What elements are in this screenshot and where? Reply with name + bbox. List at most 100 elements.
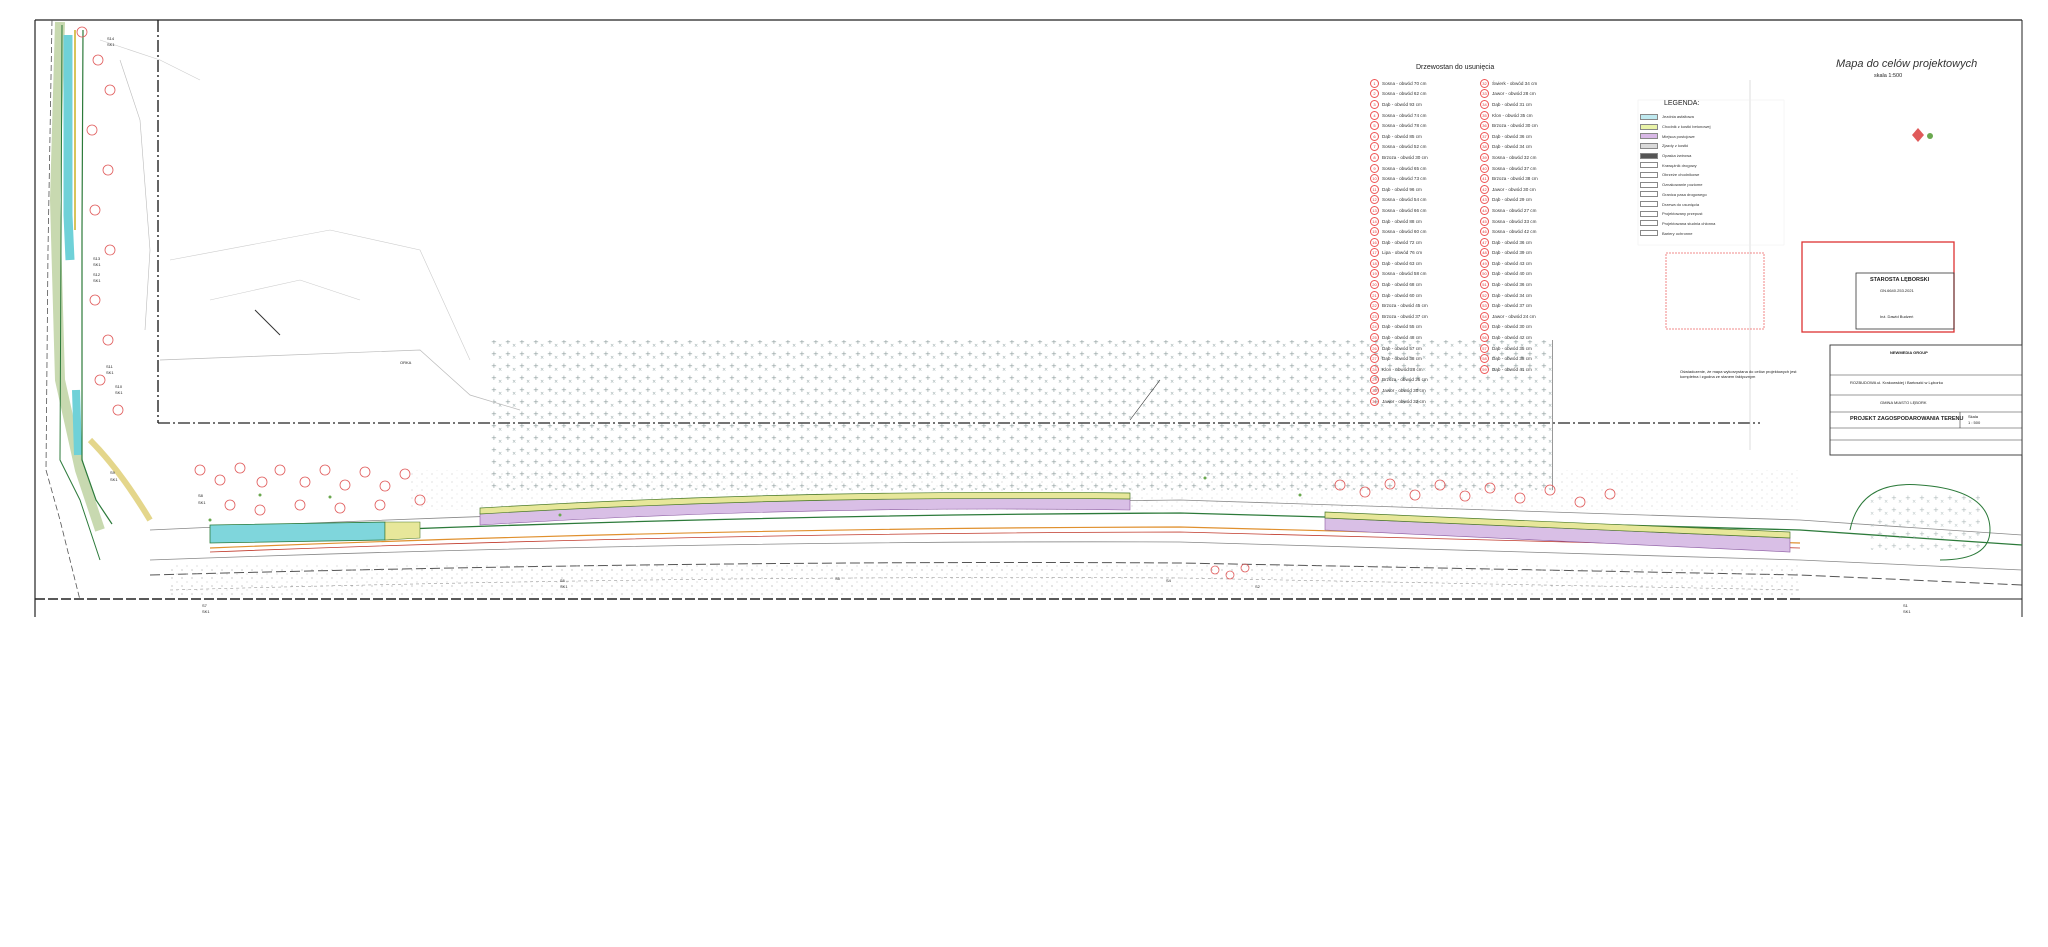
tree-description: Jawor - obwód 24 cm — [1492, 313, 1536, 319]
tree-number: 25 — [1370, 333, 1379, 343]
legend-item: Opaska żwirowa — [1640, 151, 1780, 161]
tree-number: 23 — [1370, 311, 1379, 321]
tree-number: 4 — [1370, 110, 1379, 120]
tree-description: Dąb - obwód 68 cm — [1382, 282, 1422, 288]
legend-swatch — [1640, 113, 1658, 120]
legend-swatch — [1640, 181, 1658, 188]
approval-box — [1801, 241, 1955, 333]
tree-description: Dąb - obwód 40 cm — [1492, 271, 1532, 277]
label-s10: S10 — [115, 384, 123, 389]
label-s9: S9 — [110, 470, 115, 475]
tree-number: 14 — [1370, 216, 1379, 226]
tree-description: Sosna - obwód 37 cm — [1492, 165, 1537, 171]
tree-description: Jawor - obwód 32 cm — [1382, 398, 1426, 404]
tree-description: Świerk - obwód 34 cm — [1492, 80, 1538, 86]
tree-number: 33 — [1480, 89, 1489, 99]
tree-number: 27 — [1370, 354, 1379, 364]
edge-orange — [209, 526, 1801, 549]
tree-number: 57 — [1480, 343, 1489, 353]
label-s14: S14 — [107, 36, 115, 41]
label-sk1: SK1 — [93, 262, 101, 267]
stamp-title: STAROSTA LĘBORSKI — [1870, 277, 1930, 283]
tree-description: Klon - obwód 28 cm — [1382, 366, 1423, 372]
tree-description: Brzoza - obwód 25 cm — [1382, 377, 1428, 383]
legend-item: Miejsca postojowe — [1640, 131, 1780, 141]
tree-number: 52 — [1480, 290, 1489, 300]
label-s5: S5 — [835, 576, 840, 581]
legend-swatch — [1640, 123, 1658, 130]
tree-number: 11 — [1370, 184, 1379, 194]
tree-number: 28 — [1370, 364, 1379, 374]
map-scale: skala 1:500 — [1874, 73, 1903, 79]
tree-number: 10 — [1370, 174, 1379, 184]
tree-description: Dąb - obwód 57 cm — [1382, 345, 1422, 351]
tree-description: Dąb - obwód 41 cm — [1492, 366, 1532, 372]
tree-number: 22 — [1370, 301, 1379, 311]
legend-swatch — [1640, 201, 1658, 208]
tree-number: 37 — [1480, 131, 1489, 141]
tree-description: Dąb - obwód 34 cm — [1492, 292, 1532, 298]
tree-number: 41 — [1480, 174, 1489, 184]
label-s6: S6 — [560, 578, 565, 583]
legend-item: Oznakowanie poziome — [1640, 180, 1780, 190]
legend-item: Chodnik z kostki betonowej — [1640, 122, 1780, 132]
tree-description: Dąb - obwód 36 cm — [1492, 239, 1532, 245]
tree-description: Dąb - obwód 48 cm — [1382, 335, 1422, 341]
tree-number: 46 — [1480, 227, 1489, 237]
tree-description: Sosna - obwód 62 cm — [1382, 91, 1427, 97]
tree-number: 51 — [1480, 280, 1489, 290]
tree-description: Dąb - obwód 42 cm — [1492, 335, 1532, 341]
tree-description: Dąb - obwód 31 cm — [1492, 101, 1532, 107]
label-orka: ORKA — [400, 360, 412, 365]
tree-description: Brzoza - obwód 30 cm — [1382, 154, 1428, 160]
tree-number: 16 — [1370, 237, 1379, 247]
legend-swatch — [1640, 133, 1658, 140]
label-sk1: SK1 — [110, 477, 118, 482]
legend-swatch — [1640, 142, 1658, 149]
sidewalk-2 — [1324, 511, 1791, 539]
tree-description: Dąb - obwód 36 cm — [1492, 133, 1532, 139]
tree-number: 42 — [1480, 184, 1489, 194]
label-sk1: SK1 — [93, 278, 101, 283]
tree-description: Sosna - obwód 42 cm — [1492, 229, 1537, 235]
tree-description: Sosna - obwód 66 cm — [1382, 207, 1427, 213]
tree-description: Sosna - obwód 65 cm — [1382, 165, 1427, 171]
tree-number: 1 — [1370, 78, 1379, 88]
tree-description: Sosna - obwód 52 cm — [1382, 144, 1427, 150]
tree-description: Sosna - obwód 70 cm — [1382, 80, 1427, 86]
legend-label: Opaska żwirowa — [1662, 153, 1692, 159]
tree-description: Dąb - obwód 88 cm — [1382, 218, 1422, 224]
